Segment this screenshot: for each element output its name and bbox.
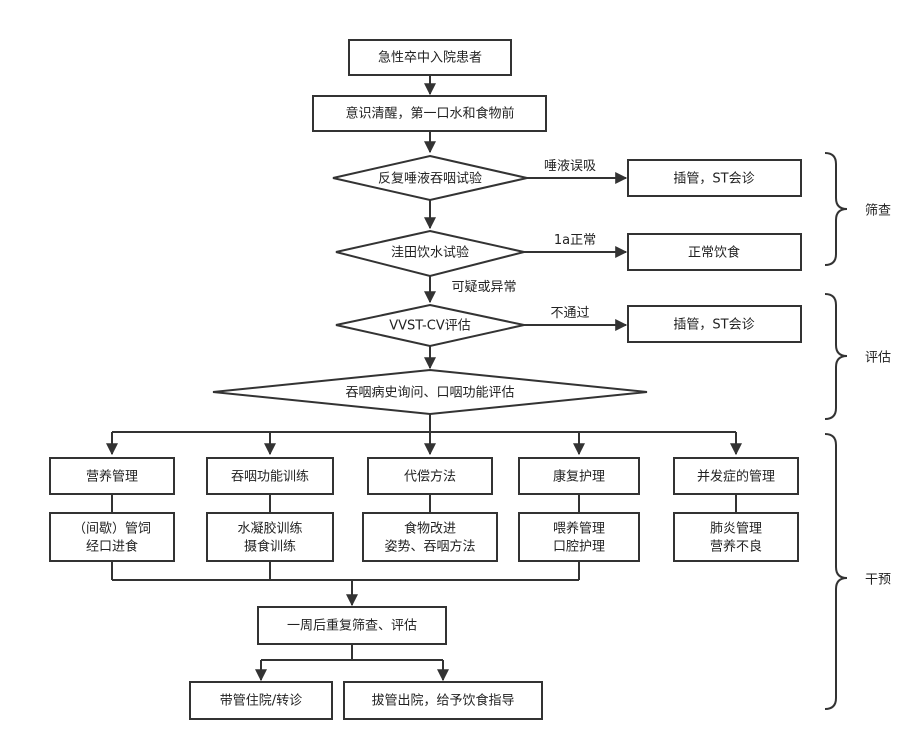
training-detail-line-2: 摄食训练: [244, 539, 296, 555]
conscious-node: [312, 95, 547, 132]
history-decision: [212, 368, 648, 416]
complication-detail-line-1: 肺炎管理: [710, 522, 762, 537]
edge-label-aspiration: 唾液误吸: [544, 159, 596, 174]
edge-label-fail: 不通过: [550, 306, 589, 321]
wst-decision-label: 洼田饮水试验: [391, 245, 469, 261]
intubate-node-1-label: 插管，ST会诊: [673, 172, 754, 187]
compensation-detail-node: [362, 512, 498, 562]
repeat-node-label: 一周后重复筛查、评估: [287, 618, 417, 634]
phase-label-assessment: 评估: [865, 351, 891, 366]
connectors: [106, 75, 742, 682]
edge-label-suspicious: 可疑或异常: [451, 279, 516, 295]
screening-brace: [824, 152, 848, 266]
training-detail-line-1: 水凝胶训练: [237, 521, 302, 537]
nursing-detail-node: [518, 512, 640, 562]
complication-detail-node: [673, 512, 799, 562]
phase-label-screening: 筛查: [865, 204, 891, 219]
start-node-label: 急性卒中入院患者: [378, 51, 482, 66]
normal-diet-node-label: 正常饮食: [688, 245, 740, 261]
nutrition-detail-line-2: 经口进食: [86, 539, 138, 555]
extubate-node: [343, 681, 543, 720]
tube-stay-node: [189, 681, 333, 720]
nursing-detail-line-1: 喂养管理: [553, 521, 605, 537]
nutrition-node-label: 营养管理: [86, 469, 138, 485]
training-node-label: 吞咽功能训练: [231, 470, 309, 485]
vvst-decision: [335, 303, 525, 348]
training-detail-node: [206, 512, 334, 562]
complication-node: [673, 457, 799, 495]
intervention-brace: [824, 433, 848, 710]
nutrition-detail-line-1: （间歇）管饲: [73, 522, 151, 537]
intubate-node-1: [627, 159, 802, 197]
compensation-detail-line-1: 食物改进: [404, 521, 456, 537]
compensation-node: [367, 457, 493, 495]
vvst-decision-label: VVST-CV评估: [389, 319, 470, 334]
tube-stay-node-label: 带管住院/转诊: [220, 694, 302, 709]
nursing-node: [518, 457, 640, 495]
nutrition-node: [49, 457, 175, 495]
rsst-decision: [332, 154, 528, 202]
wst-decision: [335, 229, 525, 278]
assessment-brace: [824, 293, 848, 420]
history-decision-label: 吞咽病史询问、口咽功能评估: [345, 386, 514, 401]
compensation-node-label: 代偿方法: [404, 469, 456, 485]
complication-detail-line-2: 营养不良: [710, 539, 762, 555]
phase-label-intervention: 干预: [865, 573, 891, 588]
extubate-node-label: 拔管出院，给予饮食指导: [371, 693, 514, 709]
training-node: [206, 457, 334, 495]
complication-node-label: 并发症的管理: [697, 469, 775, 485]
start-node: [348, 39, 512, 76]
nursing-node-label: 康复护理: [553, 469, 605, 485]
edge-label-grade-1a: 1a正常: [554, 233, 596, 248]
conscious-node-label: 意识清醒，第一口水和食物前: [345, 106, 514, 122]
compensation-detail-line-2: 姿势、吞咽方法: [384, 539, 475, 555]
normal-diet-node: [627, 233, 802, 271]
intubate-node-2-label: 插管，ST会诊: [673, 318, 754, 333]
nursing-detail-line-2: 口腔护理: [553, 540, 605, 555]
rsst-decision-label: 反复唾液吞咽试验: [378, 171, 482, 187]
nutrition-detail-node: [49, 512, 175, 562]
repeat-node: [257, 606, 447, 645]
intubate-node-2: [627, 305, 802, 343]
